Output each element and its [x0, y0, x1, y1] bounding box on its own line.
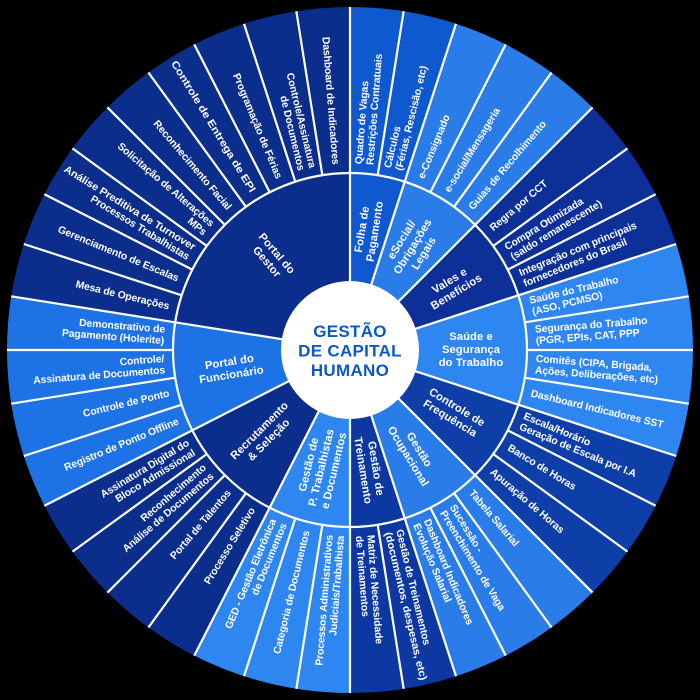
item-divider: [524, 295, 689, 324]
item-divider: [429, 507, 507, 657]
group-divider: [411, 369, 677, 458]
item-divider: [429, 43, 507, 193]
item-divider: [147, 71, 247, 208]
group-divider: [395, 106, 594, 305]
divider-layer: [7, 7, 693, 693]
item-divider: [453, 492, 553, 629]
item-divider: [106, 474, 226, 594]
sector-esocial-obrigacoes-legais: [350, 23, 593, 351]
item-divider: [147, 492, 247, 629]
item-divider: [295, 524, 324, 689]
sector-vales-e-beneficios: [350, 107, 677, 350]
group-divider: [411, 242, 677, 331]
item-divider: [242, 23, 297, 183]
item-divider: [507, 193, 657, 271]
item-divider: [23, 242, 183, 297]
item-divider: [376, 11, 405, 176]
item-divider: [71, 147, 208, 247]
item-divider: [492, 453, 629, 553]
item-divider: [453, 71, 553, 208]
item-divider: [376, 524, 405, 689]
item-divider: [11, 376, 176, 405]
sector-folha-de-pagamento: [350, 7, 456, 350]
item-divider: [295, 11, 324, 176]
item-divider: [193, 43, 271, 193]
sector-saude-e-seguranca-do-trabalho: [350, 244, 693, 456]
sector-controle-de-frequencia: [350, 350, 677, 593]
group-divider: [369, 23, 458, 289]
center-title-line: HUMANO: [311, 361, 389, 380]
item-divider: [23, 403, 183, 458]
item-divider: [242, 517, 297, 677]
item-divider: [524, 376, 689, 405]
center-title-line: DE CAPITAL: [298, 342, 402, 361]
group-label-gestao-de-p-trabalhistas-e-documentos: Gestão deP. Trabalhistase Documentos: [294, 425, 349, 511]
sector-portal-do-funcionario: [6, 296, 351, 506]
sector-gestao-de-p-trabalhistas-e-documentos: [194, 350, 350, 693]
item-divider: [71, 453, 208, 553]
group-divider: [395, 395, 594, 594]
sector-gestao-ocupacional: [350, 350, 593, 677]
item-divider: [507, 429, 657, 507]
group-divider: [369, 411, 458, 677]
item-divider: [106, 106, 226, 226]
sector-gestao-de-treinamento: [350, 350, 456, 693]
center-circle: [281, 281, 419, 419]
item-divider: [492, 147, 629, 247]
item-divider: [43, 193, 193, 271]
group-divider: [43, 378, 293, 507]
group-divider: [193, 407, 322, 657]
group-divider: [11, 295, 286, 341]
center-title-line: GESTÃO: [313, 321, 387, 341]
